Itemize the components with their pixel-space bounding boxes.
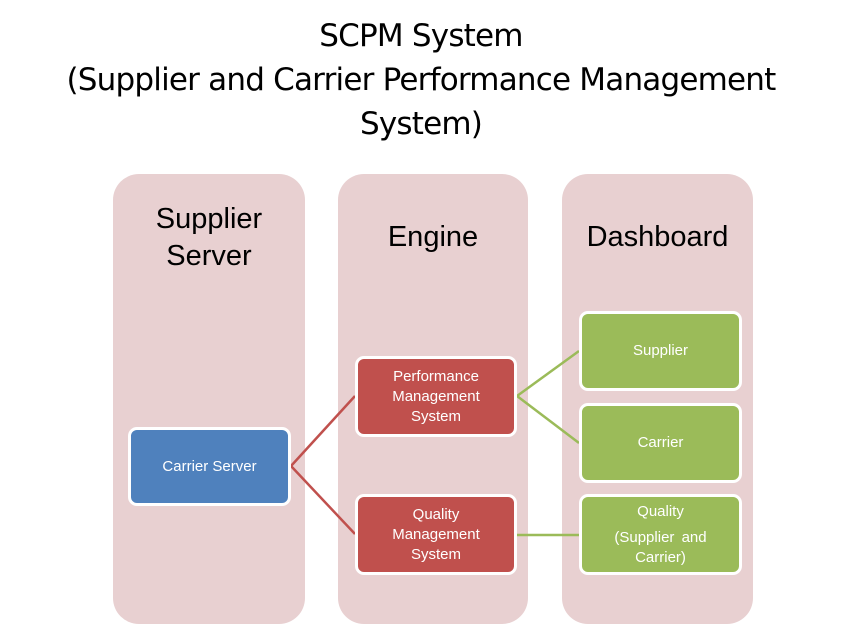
node-performance-management-system[interactable]: Performance Management System [355, 356, 517, 437]
column-heading-engine: Engine [387, 221, 479, 253]
node-dashboard-quality[interactable]: Quality (Supplier and Carrier) [579, 494, 742, 575]
node-label: Carrier Server [162, 457, 257, 475]
node-dashboard-carrier[interactable]: Carrier [579, 403, 742, 483]
column-heading-dashboard: Dashboard [586, 221, 729, 253]
node-label-line-1: Quality [412, 505, 460, 523]
title-line-3: System) [359, 106, 483, 142]
node-label-line-2: Management [392, 525, 480, 543]
column-heading-supplier-server: Supplier Server [113, 201, 305, 275]
node-label-line-1: Performance [393, 367, 479, 385]
node-label-line-2: (Supplier and [614, 528, 707, 546]
node-label-line-3: System [410, 407, 461, 425]
heading-line-1: Supplier [155, 203, 263, 235]
heading-line-2: Server [166, 240, 252, 272]
node-label-line-3: Carrier) [635, 548, 686, 566]
node-label: Supplier [632, 342, 689, 359]
node-label: Carrier [637, 434, 684, 451]
title-line-1: SCPM System [319, 18, 523, 54]
node-label-line-2: Management [392, 387, 480, 405]
node-dashboard-supplier[interactable]: Supplier [579, 311, 742, 391]
node-label-line-3: System [410, 545, 461, 563]
page-title: SCPM System (Supplier and Carrier Perfor… [0, 14, 842, 146]
node-carrier-server[interactable]: Carrier Server [128, 427, 291, 506]
node-label-line-1: Quality [637, 502, 684, 520]
column-supplier-server: Supplier Server [113, 174, 305, 624]
title-line-2: (Supplier and Carrier Performance Manage… [66, 62, 776, 98]
node-quality-management-system[interactable]: Quality Management System [355, 494, 517, 575]
